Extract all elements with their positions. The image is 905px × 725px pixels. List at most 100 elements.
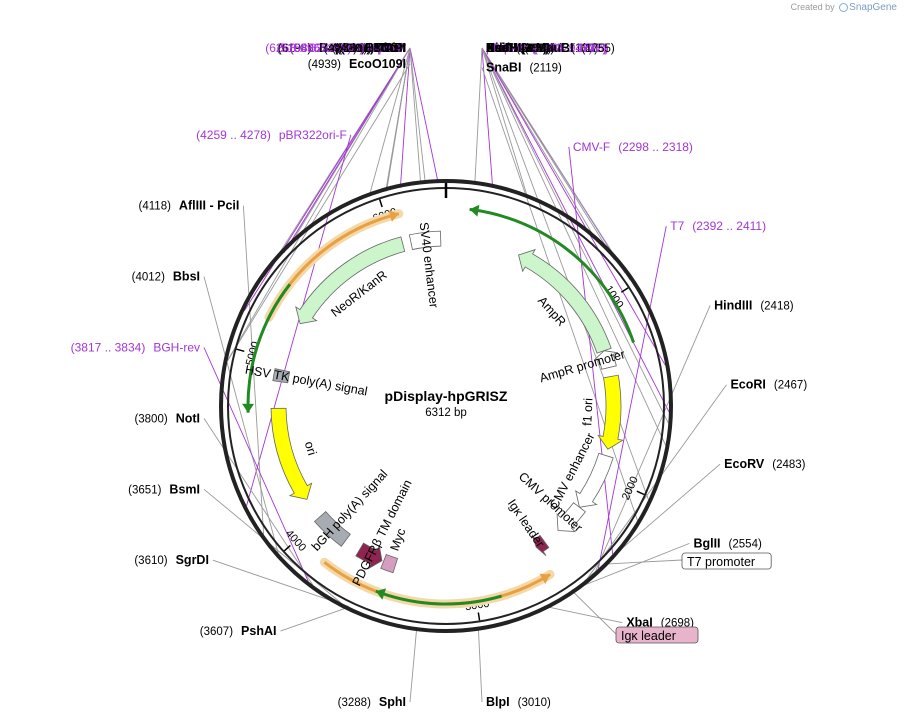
leader-line [203, 276, 279, 553]
orf-arrowhead [375, 588, 387, 600]
orf-arc [267, 212, 400, 319]
enzyme-pos: (3800) [134, 413, 167, 425]
enzyme-label-bsmi[interactable]: (3651)BsmI [128, 482, 200, 496]
enzyme-label-bsshii[interactable]: BssHII - MauBI(1755) [486, 41, 615, 55]
feature-ampr [518, 248, 612, 354]
primer-label-t7[interactable]: T7(2392 .. 2411) [670, 219, 766, 233]
enzyme-label-pshai[interactable]: (3607)PshAI [200, 624, 277, 638]
primer-name: F1ori-R [486, 41, 526, 55]
enzyme-label-snabi[interactable]: SnaBI(2119) [486, 60, 562, 74]
site-labels: CsiI - SexAI *(130)pBABE 3'(202 .. 222)A… [71, 41, 808, 709]
primer-label-sv40pro-f[interactable]: (6268 .. 6287)SV40pro-F [265, 41, 406, 55]
enzyme-name: BlpI [486, 695, 510, 709]
orf-arrowhead [539, 573, 551, 585]
feature-cmv-enhancer [575, 452, 614, 508]
separator: - [525, 41, 536, 55]
enzyme-name: SphI [379, 695, 406, 709]
enzyme-label-afliii[interactable]: (4118)AflIII - PciI [139, 199, 240, 213]
enzyme-label-bstapi[interactable]: (4942)BstAPI [324, 41, 406, 55]
leader-line [203, 418, 314, 585]
enzyme-label-ndei[interactable]: NdeI (2013) [486, 41, 555, 55]
enzyme-label-stui[interactable]: (6219)StuI [341, 41, 406, 55]
enzyme-name: AflIII [179, 199, 206, 213]
enzyme-pos: (748) [520, 43, 547, 55]
enzyme-label-xmni[interactable]: XmnI(977) [486, 41, 552, 55]
primer-label-f1ori-r[interactable]: F1ori-R(1384 .. 1403) [486, 41, 609, 55]
enzyme-name: KasI [380, 41, 406, 55]
enzyme-label-scai[interactable]: ScaI(858) [486, 41, 547, 55]
primer-label-pbr322ori-f[interactable]: (4259 .. 4278)pBR322ori-F [196, 128, 347, 142]
enzyme-label-noti[interactable]: (3800) NotI [134, 411, 200, 425]
enzyme-name: XmnI [486, 41, 517, 55]
boxed-label-ig-leader[interactable]: Igκ leader [621, 629, 676, 643]
enzyme-label-ecorv[interactable]: EcoRV(2483) [724, 457, 805, 471]
orf-arc [375, 589, 503, 606]
leader-line [481, 47, 666, 446]
enzyme-label-ahdi[interactable]: AhdI(378) [486, 41, 549, 55]
leader-line [227, 63, 411, 362]
snapgene-logo-icon [839, 3, 849, 12]
leader-line [409, 47, 422, 185]
enzyme-label-msci[interactable]: (5958)MscI [337, 41, 406, 55]
enzyme-label-blpi[interactable]: BlpI(3010) [486, 695, 551, 709]
enzyme-label-ecori[interactable]: EcoRI(2467) [730, 378, 807, 392]
enzyme-label-pluti[interactable]: (6041)PluTI [334, 41, 406, 55]
enzyme-name: NotI [176, 411, 200, 425]
enzyme-label-sfoi[interactable]: (6039)SfoI [341, 41, 406, 55]
leader-line [246, 134, 352, 506]
tick-mark [378, 199, 383, 208]
enzyme-name: EcoO109I [349, 57, 406, 71]
enzyme-label-sphi[interactable]: (3288)SphI [338, 695, 406, 709]
enzyme-pos: (4118) [139, 201, 172, 213]
feature-ampr-promoter [593, 350, 619, 370]
enzyme-label-bstbi[interactable]: (5356)BstBI [332, 41, 406, 55]
leader-line [481, 47, 649, 500]
enzyme-name: SgrDI [176, 553, 209, 567]
primer-label-bgh-rev[interactable]: (3817 .. 3834)BGH-rev [71, 341, 200, 355]
enzyme-name: NdeI [486, 41, 513, 55]
enzyme-label-csii[interactable]: CsiI - SexAI *(130) [486, 41, 598, 55]
primer-range: (3817 .. 3834) [71, 341, 146, 355]
leader-line [409, 47, 426, 185]
enzyme-name: HindIII [714, 298, 752, 312]
primer-label-neo-r[interactable]: (6096 .. 6115)Neo-R [289, 41, 406, 55]
enzyme-name: CsiI [486, 41, 509, 55]
leader-line [571, 542, 690, 591]
feature-myc [380, 553, 399, 574]
primer-range: (2392 .. 2411) [692, 219, 766, 233]
enzyme-pos: (6041) [334, 43, 367, 55]
boxed-label-frame [681, 552, 772, 570]
primer-range: (5486 .. 5505) [290, 41, 365, 55]
primer-label-amp-r[interactable]: Amp-R(928 .. 947) [486, 41, 593, 55]
enzyme-label-nari[interactable]: (6038)NarI [340, 41, 406, 55]
primer-label-f1ori-f[interactable]: F1ori-F(1594 .. 1615) [486, 41, 607, 55]
leader-line [481, 47, 631, 281]
primer-name: pBABE 3' [486, 41, 537, 55]
enzyme-label-bglii[interactable]: BglII(2554) [693, 536, 762, 550]
primer-label-neo-f[interactable]: (5486 .. 5505)Neo-F [290, 41, 406, 55]
boxed-label-t7-promoter[interactable]: T7 promoter [687, 555, 755, 569]
primer-label-tk-pa-r[interactable]: (5168 .. 5187)TK-pA-R [277, 41, 407, 55]
enzyme-pos: (2467) [774, 380, 807, 392]
enzyme-label-hindiii[interactable]: HindIII (2418) [714, 298, 794, 312]
separator: - [206, 199, 217, 213]
tick-label: 4000 [283, 528, 308, 554]
enzyme-label-pvui[interactable]: PvuI(748) [486, 41, 547, 55]
enzyme-label-rsrii[interactable]: (5521)RsrII [337, 41, 406, 55]
enzyme-label-psii[interactable]: PsiI(1655) [486, 41, 550, 55]
enzyme-label-kasi[interactable]: (6037) KasI [338, 41, 406, 55]
enzyme-label-bspdi[interactable]: (6198)BspDI * - ClaI * [278, 41, 406, 55]
separator: - [364, 41, 375, 55]
leader-line [368, 47, 411, 197]
backbone-outer-ring [219, 179, 673, 633]
primer-label-cmv-f[interactable]: CMV-F(2298 .. 2318) [573, 140, 693, 154]
enzyme-label-ecoo109i[interactable]: (4939)EcoO109I [308, 57, 406, 71]
primer-label-pbabe-3[interactable]: pBABE 3'(202 .. 222) [486, 41, 606, 55]
enzyme-pos: (2418) [760, 300, 793, 312]
enzyme-label-bbsi[interactable]: (4012)BbsI [132, 270, 200, 284]
enzyme-pos: (2013) [521, 43, 554, 55]
feature-label-f1-ori: f1 ori [580, 398, 595, 426]
enzyme-pos: (6037) [338, 43, 371, 55]
enzyme-name: BstBI [373, 41, 406, 55]
enzyme-label-sgrdi[interactable]: (3610)SgrDI [134, 553, 209, 567]
